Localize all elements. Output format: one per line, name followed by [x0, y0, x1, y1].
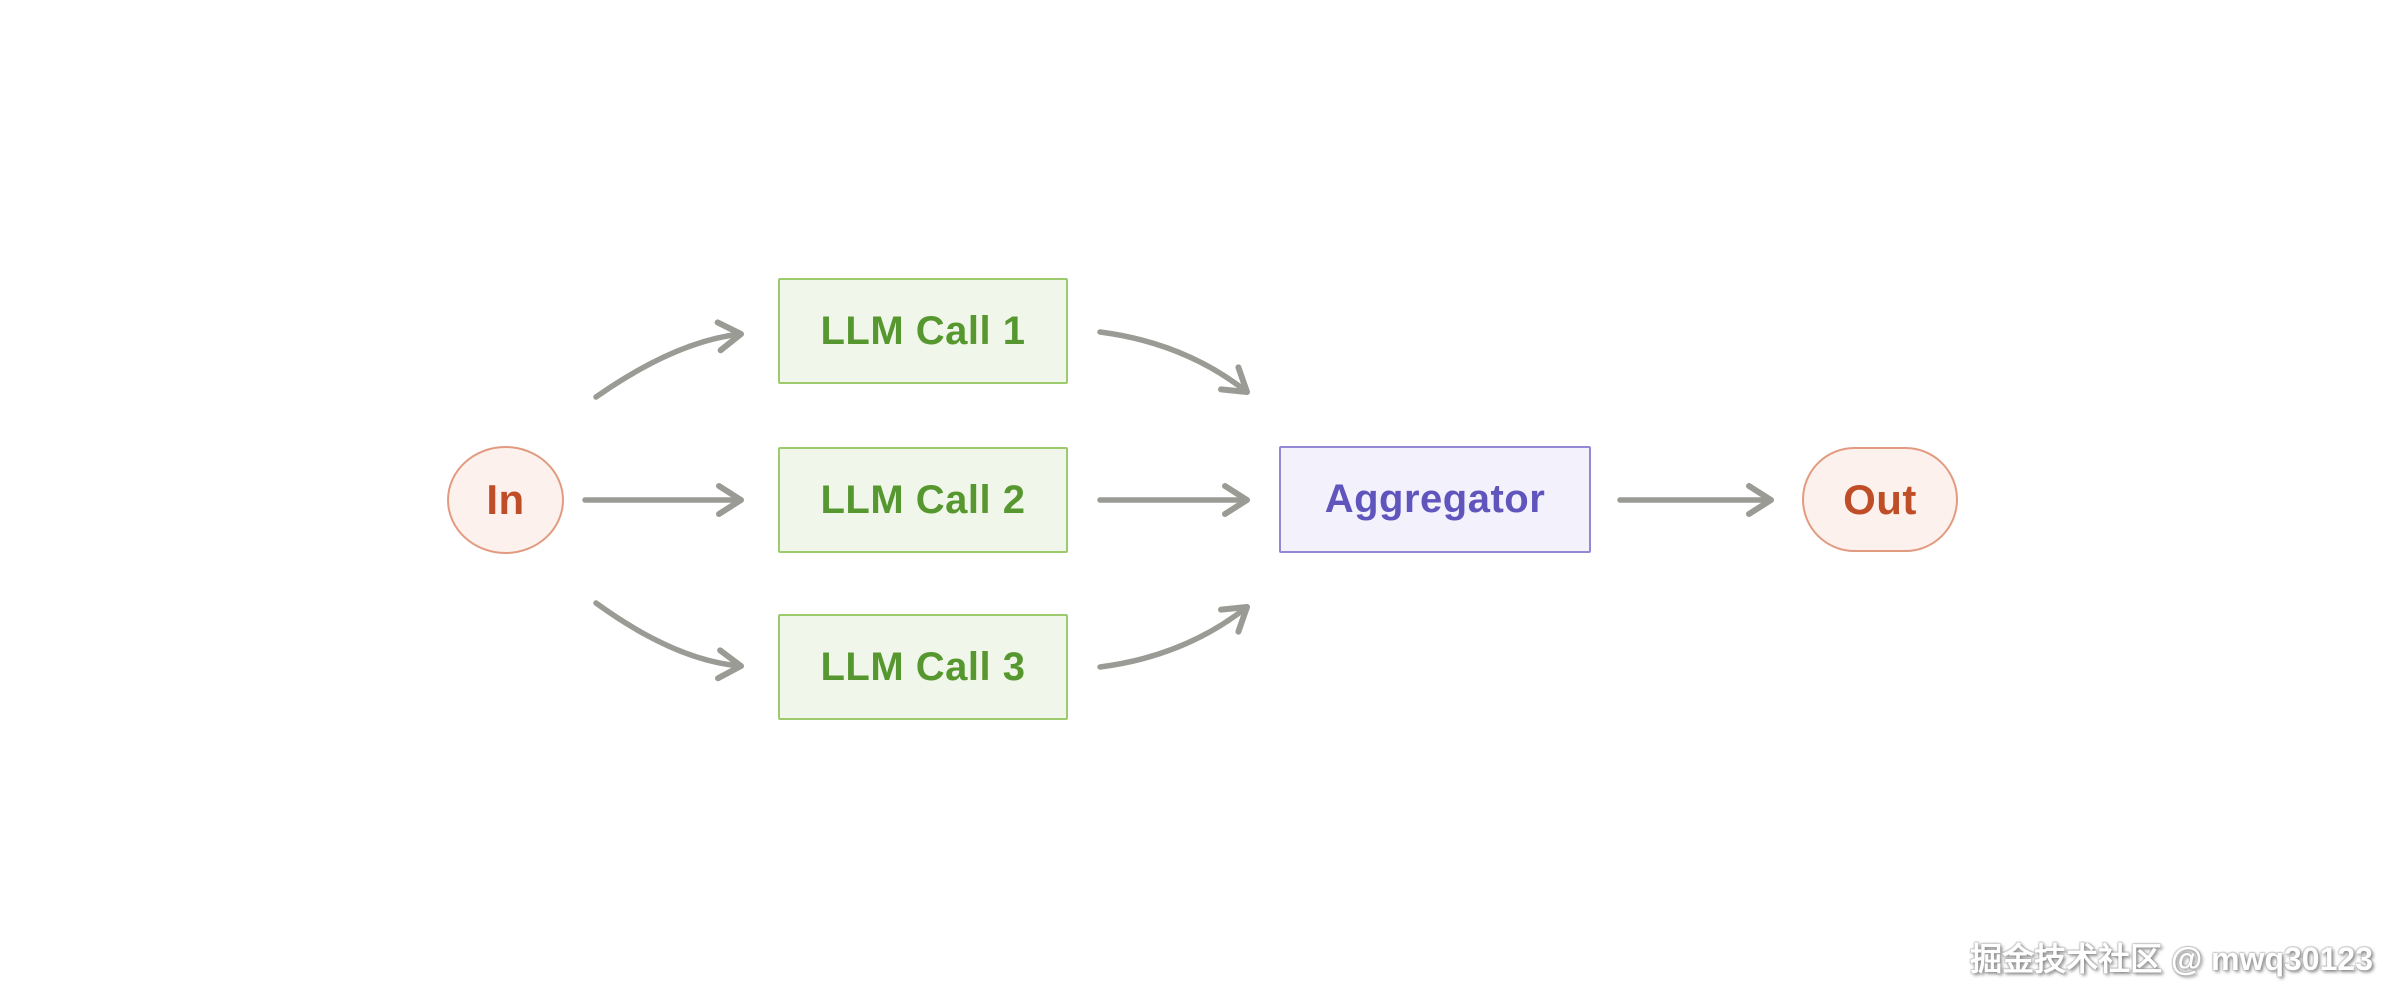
edge-in-to-llm-call-3	[593, 600, 744, 682]
node-llm-call-1: LLM Call 1	[778, 278, 1068, 384]
node-output: Out	[1802, 447, 1958, 552]
node-llm-call-3-label: LLM Call 3	[820, 644, 1026, 689]
edge-llm-call-3-to-aggregator	[1097, 604, 1250, 670]
watermark: 掘金技术社区 @ mwq30123	[1970, 941, 2373, 977]
node-llm-call-1-label: LLM Call 1	[820, 308, 1026, 353]
node-aggregator: Aggregator	[1279, 446, 1591, 553]
node-llm-call-2-label: LLM Call 2	[820, 477, 1026, 522]
node-llm-call-2: LLM Call 2	[778, 447, 1068, 553]
node-output-label: Out	[1843, 475, 1917, 523]
node-llm-call-3: LLM Call 3	[778, 614, 1068, 720]
edge-llm-call-1-to-aggregator	[1097, 329, 1250, 395]
node-input: In	[447, 446, 564, 554]
node-input-label: In	[486, 476, 525, 523]
edge-in-to-llm-call-1	[593, 319, 744, 400]
node-aggregator-label: Aggregator	[1324, 477, 1546, 521]
